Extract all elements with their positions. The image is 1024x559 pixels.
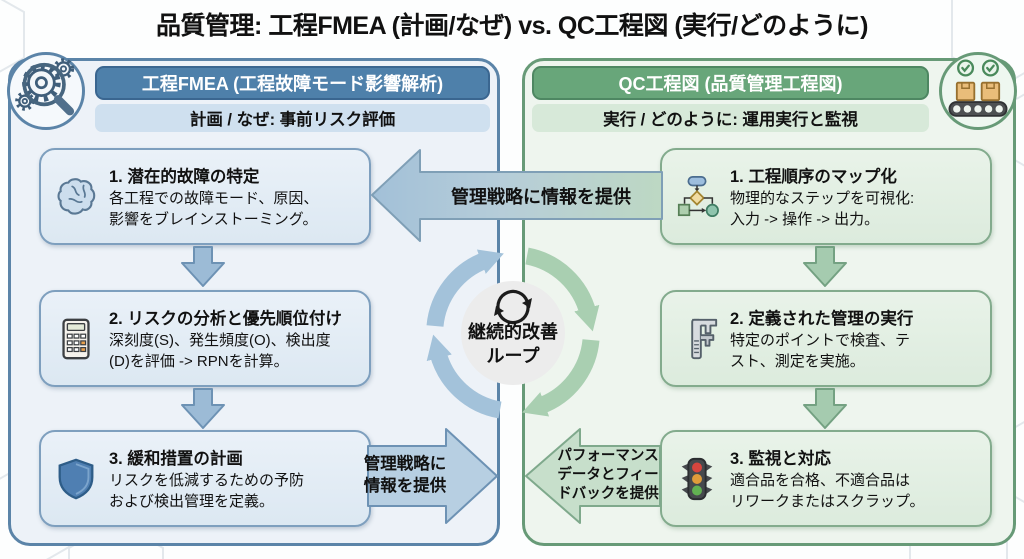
fmea-panel: 工程FMEA (工程故障モード影響解析) 計画 / なぜ: 事前リスク評価 1.…	[7, 52, 500, 546]
shield-icon	[53, 456, 99, 502]
step-body: 物理的なステップを可視化: 入力 -> 操作 -> 出力。	[730, 189, 915, 228]
down-arrow-icon	[803, 388, 847, 429]
step-title: 3. 監視と対応	[730, 449, 831, 468]
step-body: 適合品を合格、不適合品は リワークまたはスクラップ。	[730, 471, 925, 510]
continuous-improvement-loop	[426, 247, 600, 419]
top-arrow-label: 管理戦略に情報を提供	[451, 187, 631, 207]
loop-label: 継続的改善 ループ	[468, 322, 558, 367]
bottom-arrow-left	[525, 428, 661, 524]
qc-step-3: 3. 監視と対応 適合品を合格、不適合品は リワークまたはスクラップ。	[660, 430, 992, 527]
down-arrow-icon	[181, 388, 225, 429]
step-body: 深刻度(S)、発生頻度(O)、検出度 (D)を評価 -> RPNを計算。	[109, 331, 331, 370]
step-body: リスクを低減するための予防 および検出管理を定義。	[109, 471, 305, 510]
gear-magnifier-icon	[7, 52, 85, 130]
fmea-step-2: 2. リスクの分析と優先順位付け 深刻度(S)、発生頻度(O)、検出度 (D)を…	[39, 290, 371, 387]
top-arrow-left	[371, 149, 663, 242]
fmea-step-1: 1. 潜在的故障の特定 各工程での故障モード、原因、 影響をブレインストーミング…	[39, 148, 371, 245]
qc-step-1: 1. 工程順序のマップ化 物理的なステップを可視化: 入力 -> 操作 -> 出…	[660, 148, 992, 245]
bottom-left-arrow-label: 管理戦略に 情報を提供	[363, 455, 447, 496]
caliper-icon	[674, 316, 720, 362]
brain-icon	[53, 174, 99, 220]
step-title: 2. リスクの分析と優先順位付け	[109, 309, 342, 328]
step-body: 各工程での故障モード、原因、 影響をブレインストーミング。	[109, 189, 319, 228]
calculator-icon	[53, 316, 99, 362]
step-body: 特定のポイントで検査、テ スト、測定を実施。	[730, 331, 911, 370]
refresh-icon	[496, 289, 530, 325]
step-title: 2. 定義された管理の実行	[730, 309, 914, 328]
conveyor-checkmark-icon	[939, 52, 1017, 130]
down-arrow-icon	[803, 246, 847, 287]
bottom-arrow-right	[367, 428, 498, 524]
fmea-subtitle: 計画 / なぜ: 事前リスク評価	[95, 104, 490, 132]
step-title: 1. 潜在的故障の特定	[109, 167, 260, 186]
traffic-light-icon	[674, 456, 720, 502]
qc-step-2: 2. 定義された管理の実行 特定のポイントで検査、テ スト、測定を実施。	[660, 290, 992, 387]
flowchart-icon	[674, 174, 720, 220]
bottom-right-arrow-label: パフォーマンス データとフィー ドバックを提供	[557, 448, 659, 502]
qc-header: QC工程図 (品質管理工程図)	[532, 66, 929, 100]
fmea-step-3: 3. 緩和措置の計画 リスクを低減するための予防 および検出管理を定義。	[39, 430, 371, 527]
step-title: 3. 緩和措置の計画	[109, 449, 243, 468]
page-title: 品質管理: 工程FMEA (計画/なぜ) vs. QC工程図 (実行/どのように…	[156, 12, 868, 40]
step-title: 1. 工程順序のマップ化	[730, 167, 897, 186]
qc-subtitle: 実行 / どのように: 運用実行と監視	[532, 104, 929, 132]
down-arrow-icon	[181, 246, 225, 287]
fmea-header: 工程FMEA (工程故障モード影響解析)	[95, 66, 490, 100]
